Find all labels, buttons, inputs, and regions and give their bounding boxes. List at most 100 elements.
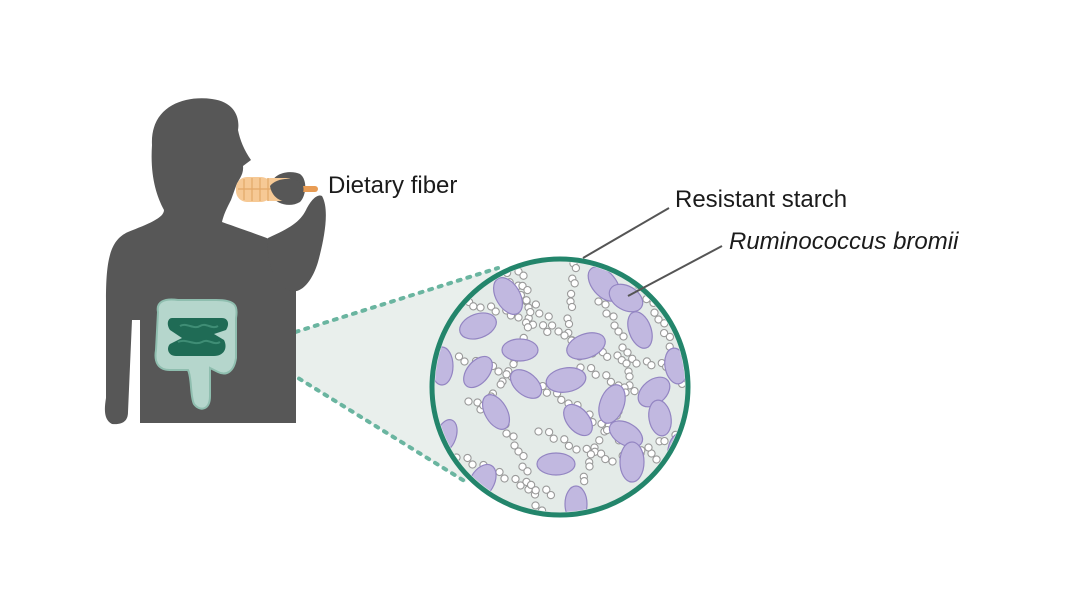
starch-bead xyxy=(586,363,596,373)
resistant-starch-leader xyxy=(582,207,670,259)
starch-bead xyxy=(531,300,541,309)
dietary-fiber-label: Dietary fiber xyxy=(328,172,458,199)
starch-bead xyxy=(526,307,535,317)
starch-bead xyxy=(630,386,639,396)
starch-bead xyxy=(564,441,574,451)
starch-bead xyxy=(549,434,558,443)
ruminococcus-bromii-cell xyxy=(648,399,672,437)
starch-bead xyxy=(560,331,569,340)
starch-bead xyxy=(608,457,617,466)
starch-bead xyxy=(544,312,553,321)
starch-bead xyxy=(679,461,685,470)
starch-bead xyxy=(665,332,675,342)
ruminococcus-bromii-cell xyxy=(564,485,588,512)
starch-bead xyxy=(523,467,532,476)
starch-bead xyxy=(566,289,576,299)
starch-bead xyxy=(544,427,554,437)
starch-bead xyxy=(572,445,581,454)
starch-bead xyxy=(496,380,505,389)
starch-bead xyxy=(623,348,632,357)
starch-bead xyxy=(543,327,552,337)
starch-bead xyxy=(585,462,594,471)
starch-bead xyxy=(511,474,520,484)
ruminococcus-bromii-cell xyxy=(627,311,653,349)
starch-bead xyxy=(542,388,552,397)
starch-bead xyxy=(546,490,556,500)
intestines xyxy=(154,298,238,410)
ruminococcus-bromii-cell xyxy=(598,384,626,424)
starch-bead xyxy=(460,357,469,366)
starch-bead xyxy=(547,321,557,330)
zoom-cone xyxy=(248,268,498,482)
starch-bead xyxy=(609,312,618,321)
ruminococcus-bromii-cell xyxy=(566,332,606,360)
starch-bead xyxy=(602,371,611,380)
starch-bead xyxy=(603,352,612,361)
starch-bead xyxy=(502,370,511,379)
starch-bead xyxy=(594,297,603,306)
microbiota-view xyxy=(435,262,685,512)
starch-bead xyxy=(591,370,600,379)
starch-bead xyxy=(610,321,619,330)
starch-bead xyxy=(659,328,669,338)
starch-bead xyxy=(500,474,509,483)
starch-bead xyxy=(531,486,540,495)
starch-bead xyxy=(564,319,574,329)
ruminococcus-bromii-cell xyxy=(481,394,511,430)
ruminococcus-bromii-cell xyxy=(536,452,576,476)
starch-bead xyxy=(622,359,631,368)
starch-bead xyxy=(614,327,623,336)
starch-bead xyxy=(557,395,566,405)
starch-bead xyxy=(469,302,478,311)
starch-bead xyxy=(542,485,551,494)
starch-bead xyxy=(606,377,616,387)
starch-bead xyxy=(531,501,540,510)
starch-bead xyxy=(602,309,611,318)
starch-bead xyxy=(502,429,511,438)
starch-bead xyxy=(618,343,627,352)
starch-bead xyxy=(668,461,677,470)
dietary-fiber-food xyxy=(236,177,318,203)
starch-bead xyxy=(519,271,528,280)
starch-bead xyxy=(580,477,589,486)
starch-bead xyxy=(560,435,569,444)
starch-bead xyxy=(491,307,500,316)
bromii-leader xyxy=(627,245,723,297)
ruminococcus-bromii-cell xyxy=(608,283,644,313)
ruminococcus-bromii-cell xyxy=(509,369,543,399)
resistant-starch-label: Resistant starch xyxy=(675,186,848,213)
starch-bead xyxy=(514,447,523,456)
starch-bead xyxy=(495,467,504,477)
starch-bead xyxy=(526,480,536,490)
starch-bead xyxy=(454,352,464,361)
starch-bead xyxy=(554,327,563,336)
starch-bead xyxy=(522,296,531,305)
starch-bead xyxy=(518,462,527,471)
starch-bead xyxy=(535,309,544,318)
starch-bead xyxy=(534,427,543,436)
starch-bead xyxy=(523,285,532,295)
ruminococcus-bromii-label: Ruminococcus bromii xyxy=(729,228,959,255)
starch-bead xyxy=(596,449,606,458)
starch-bead xyxy=(519,451,528,461)
starch-bead xyxy=(571,263,581,273)
starch-bead xyxy=(509,432,518,441)
starch-bead xyxy=(595,436,604,445)
starch-bead xyxy=(586,450,596,459)
ruminococcus-bromii-cell xyxy=(563,403,593,437)
starch-bead xyxy=(654,315,663,324)
starch-bead xyxy=(567,302,577,312)
starch-bead xyxy=(582,444,591,454)
ruminococcus-bromii-cell xyxy=(545,367,587,393)
starch-bead xyxy=(644,443,653,452)
starch-bead xyxy=(625,372,634,381)
ruminococcus-bromii-cell xyxy=(463,355,493,389)
ruminococcus-bromii-cell xyxy=(492,277,524,315)
person-silhouette xyxy=(104,98,326,425)
starch-bead xyxy=(463,453,472,463)
starch-bead xyxy=(650,308,659,317)
ruminococcus-bromii-cell xyxy=(619,441,645,483)
starch-bead xyxy=(468,460,477,469)
